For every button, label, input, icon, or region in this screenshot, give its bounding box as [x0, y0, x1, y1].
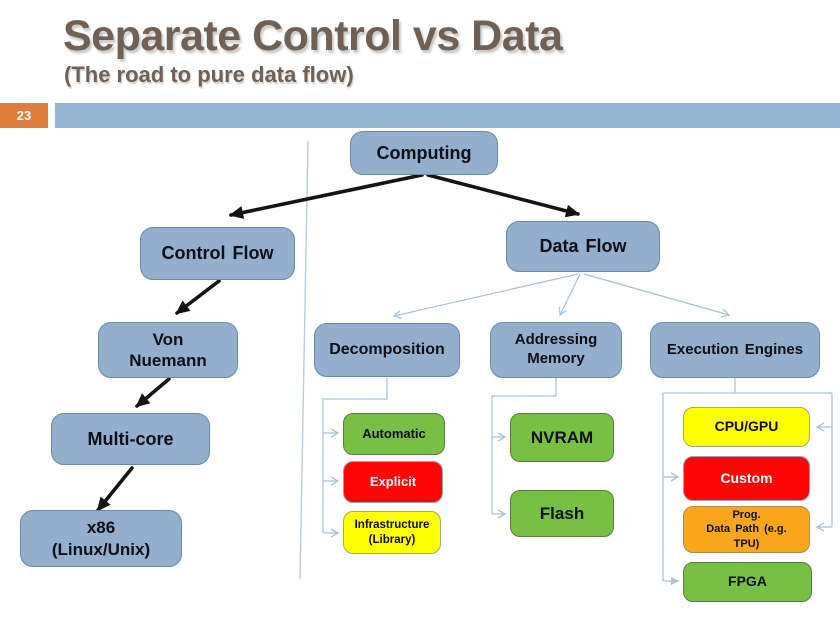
- arrow-data-flow-to-execution-engines: [583, 273, 731, 318]
- node-nvram: NVRAM: [510, 413, 614, 462]
- page-subtitle: (The road to pure data flow): [64, 62, 354, 87]
- node-addressing-memory: Addressing Memory: [490, 322, 622, 378]
- node-control-flow: Control Flow: [140, 227, 295, 280]
- bracket-decomposition: [322, 378, 388, 533]
- arrow-computing-to-data-flow: [426, 173, 580, 218]
- node-computing: Computing: [350, 131, 498, 175]
- node-custom: Custom: [683, 456, 810, 501]
- node-flash: Flash: [510, 490, 614, 537]
- node-prog-data-path-tpu: Prog. Data Path (e.g. TPU): [683, 506, 810, 553]
- node-data-flow: Data Flow: [506, 221, 660, 272]
- section-divider: [299, 140, 309, 580]
- header-accent-bar: [55, 103, 840, 128]
- node-infrastructure-library: Infrastructure (Library): [343, 511, 441, 554]
- node-execution-engines: Execution Engines: [650, 322, 820, 378]
- node-automatic: Automatic: [343, 413, 445, 455]
- arrow-control-flow-to-von-nuemann: [175, 279, 221, 315]
- page-title: Separate Control vs Data: [63, 12, 563, 60]
- node-fpga: FPGA: [683, 562, 812, 602]
- node-explicit: Explicit: [343, 461, 443, 503]
- node-decomposition: Decomposition: [314, 323, 460, 377]
- arrow-computing-to-control-flow: [229, 173, 424, 219]
- node-cpu-gpu: CPU/GPU: [683, 407, 810, 447]
- arrow-von-nuemann-to-multi-core: [135, 377, 171, 408]
- node-von-nuemann: Von Nuemann: [98, 322, 238, 378]
- node-x86-linux-unix: x86 (Linux/Unix): [20, 510, 182, 567]
- slide-number-badge: 23: [0, 103, 48, 128]
- node-multi-core: Multi-core: [51, 413, 210, 465]
- arrow-data-flow-to-addressing-memory: [558, 273, 581, 317]
- arrow-data-flow-to-decomposition: [392, 273, 579, 319]
- arrow-multi-core-to-x86: [96, 466, 134, 512]
